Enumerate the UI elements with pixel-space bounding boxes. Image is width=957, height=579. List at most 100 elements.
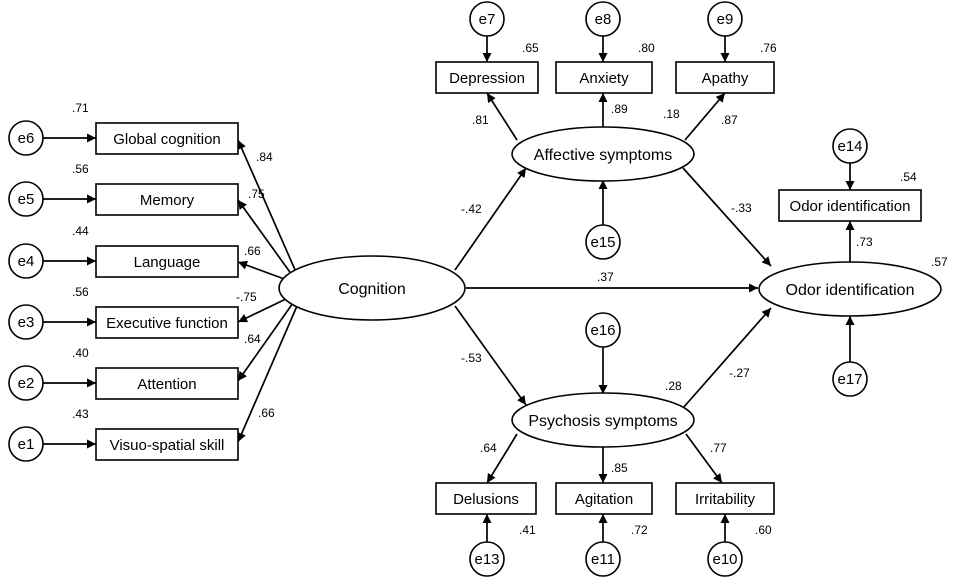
error-e16: e16	[585, 312, 621, 348]
loading-language: .66	[244, 244, 261, 258]
error-e17: e17	[832, 361, 868, 397]
loading-memory: .75	[248, 187, 265, 201]
loading-odor-observed: .73	[856, 235, 873, 249]
psychosis-label: Psychosis symptoms	[528, 413, 677, 430]
svg-text:e15: e15	[590, 234, 615, 251]
r2-apathy: .76	[760, 41, 777, 55]
path-cog-language	[237, 260, 288, 281]
attention-box: Attention	[95, 367, 239, 400]
agitation-label: Agitation	[575, 491, 633, 508]
svg-text:e5: e5	[18, 191, 35, 208]
error-e13: e13	[469, 541, 505, 577]
svg-text:e3: e3	[18, 314, 35, 331]
depression-box: Depression	[435, 61, 539, 94]
loading-global-cognition: .84	[256, 150, 273, 164]
memory-label: Memory	[140, 192, 195, 209]
global-cognition-box: Global cognition	[95, 122, 239, 155]
svg-text:e11: e11	[591, 551, 615, 568]
loading-visuo-spatial: .66	[258, 406, 275, 420]
error-e10: e10	[707, 541, 743, 577]
error-e1: e1	[8, 426, 44, 462]
r2-visuo-spatial: .43	[72, 407, 89, 421]
anxiety-box: Anxiety	[555, 61, 653, 94]
svg-text:e1: e1	[18, 436, 35, 453]
executive-function-box: Executive function	[95, 306, 239, 339]
attention-label: Attention	[137, 376, 196, 393]
structural-paths	[454, 167, 772, 409]
odor-latent: Odor identification	[758, 261, 942, 317]
r2-memory: .56	[72, 162, 89, 176]
cognition-latent: Cognition	[278, 255, 466, 321]
path-psychosis-delusions	[486, 433, 518, 484]
path-affective-depression	[486, 92, 518, 141]
path-coef-cog-psychosis: -.53	[461, 351, 482, 365]
path-cog-psychosis	[454, 305, 527, 406]
error-e2: e2	[8, 365, 44, 401]
path-psychosis-irritability	[685, 433, 723, 484]
error-e7: e7	[469, 1, 505, 37]
r2-language: .44	[72, 224, 89, 238]
r2-agitation: .72	[631, 523, 648, 537]
r2-odor-latent: .57	[931, 255, 948, 269]
loading-attention: .64	[244, 332, 261, 346]
language-box: Language	[95, 245, 239, 278]
affective-label: Affective symptoms	[534, 147, 672, 164]
odor-observed-label: Odor identification	[790, 198, 911, 215]
loading-delusions: .64	[480, 441, 497, 455]
r2-psychosis: .28	[665, 379, 682, 393]
svg-text:e6: e6	[18, 130, 35, 147]
svg-text:e7: e7	[479, 11, 496, 28]
error-e5: e5	[8, 181, 44, 217]
svg-text:e2: e2	[18, 375, 35, 392]
svg-text:e13: e13	[474, 551, 499, 568]
error-e15: e15	[585, 224, 621, 260]
path-cog-executive	[237, 297, 289, 323]
cognition-loadings	[237, 139, 298, 443]
r2-odor-observed: .54	[900, 170, 917, 184]
svg-text:e4: e4	[18, 253, 35, 270]
r2-depression: .65	[522, 41, 539, 55]
agitation-box: Agitation	[555, 482, 653, 515]
affective-paths	[482, 35, 730, 225]
loading-depression: .81	[472, 113, 489, 127]
delusions-box: Delusions	[435, 482, 537, 515]
error-e4: e4	[8, 243, 44, 279]
depression-label: Depression	[449, 70, 525, 87]
left-error-paths	[43, 133, 96, 449]
path-cog-attention	[237, 302, 294, 382]
error-e3: e3	[8, 304, 44, 340]
path-cog-global	[237, 139, 297, 273]
loading-apathy: .87	[721, 113, 738, 127]
svg-text:e14: e14	[837, 138, 862, 155]
apathy-label: Apathy	[702, 70, 749, 87]
error-e11: e11	[585, 541, 621, 577]
path-psychosis-odor	[682, 307, 772, 409]
psychosis-latent: Psychosis symptoms	[511, 392, 695, 448]
error-e14: e14	[832, 128, 868, 164]
loading-agitation: .85	[611, 461, 628, 475]
r2-affective: .18	[663, 107, 680, 121]
error-e6: e6	[8, 120, 44, 156]
svg-text:e16: e16	[590, 322, 615, 339]
svg-text:e10: e10	[712, 551, 737, 568]
r2-delusions: .41	[519, 523, 536, 537]
path-coef-cog-odor: .37	[597, 270, 614, 284]
error-e8: e8	[585, 1, 621, 37]
visuo-spatial-box: Visuo-spatial skill	[95, 428, 239, 461]
r2-anxiety: .80	[638, 41, 655, 55]
memory-box: Memory	[95, 183, 239, 216]
odor-latent-label: Odor identification	[786, 282, 915, 299]
loading-executive-function: -.75	[236, 290, 257, 304]
r2-global-cognition: .71	[72, 101, 89, 115]
svg-text:e17: e17	[837, 371, 862, 388]
r2-irritability: .60	[755, 523, 772, 537]
irritability-box: Irritability	[675, 482, 775, 515]
language-label: Language	[134, 254, 201, 271]
path-coef-affective-odor: -.33	[731, 201, 752, 215]
path-cog-affective	[454, 167, 527, 271]
visuo-spatial-label: Visuo-spatial skill	[110, 437, 225, 454]
global-cognition-label: Global cognition	[113, 131, 221, 148]
svg-text:e8: e8	[595, 11, 612, 28]
affective-latent: Affective symptoms	[511, 126, 695, 182]
